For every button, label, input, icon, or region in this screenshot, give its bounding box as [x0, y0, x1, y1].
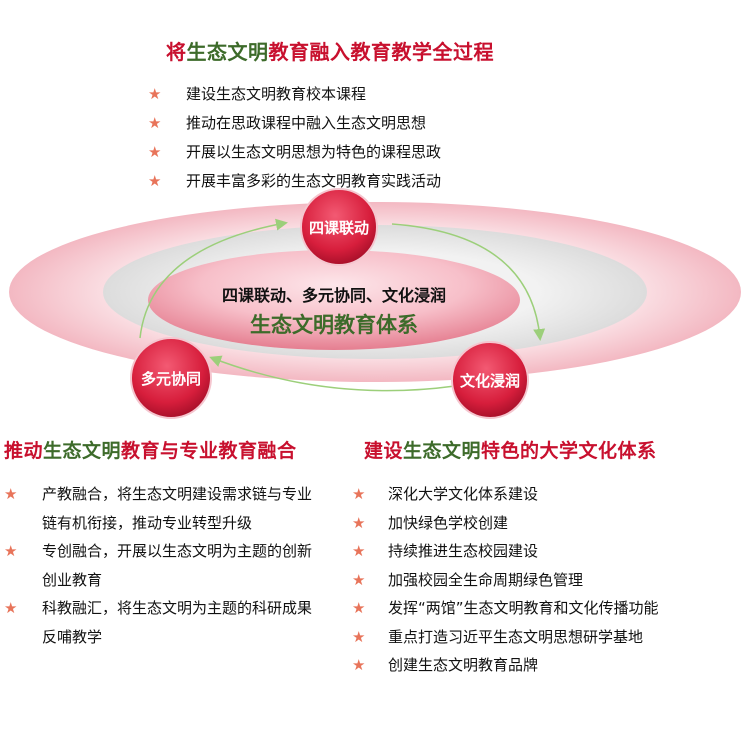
arrow-left-top	[139, 218, 288, 339]
list-item: ★开展丰富多彩的生态文明教育实践活动	[148, 167, 668, 196]
list-item: ★建设生态文明教育校本课程	[148, 80, 668, 109]
node-left: 多元协同	[131, 338, 211, 418]
list-item: ★发挥“两馆”生态文明教育和文化传播功能	[352, 594, 742, 623]
node-right: 文化浸润	[452, 342, 528, 418]
node-right-label: 文化浸润	[459, 372, 520, 390]
star-icon: ★	[4, 485, 18, 503]
star-icon: ★	[352, 627, 366, 646]
star-icon: ★	[148, 172, 162, 190]
list-item: ★科教融汇，将生态文明为主题的科研成果反哺教学	[4, 594, 324, 651]
list-item: ★加快绿色学校创建	[352, 509, 742, 538]
list-item: ★深化大学文化体系建设	[352, 480, 742, 509]
list-item: ★持续推进生态校园建设	[352, 537, 742, 566]
list-item: ★重点打造习近平生态文明思想研学基地	[352, 623, 742, 652]
inner-ellipse	[148, 250, 520, 350]
list-item: ★创建生态文明教育品牌	[352, 651, 742, 680]
right-section-list: ★深化大学文化体系建设 ★加快绿色学校创建 ★持续推进生态校园建设 ★加强校园全…	[352, 480, 742, 680]
node-circle-right	[451, 341, 529, 419]
star-icon: ★	[352, 599, 366, 617]
star-icon: ★	[148, 85, 162, 103]
list-item: ★推动在思政课程中融入生态文明思想	[148, 109, 668, 138]
star-icon: ★	[148, 143, 162, 161]
node-left-label: 多元协同	[140, 370, 201, 388]
center-line-1: 四课联动、多元协同、文化浸润	[221, 286, 446, 305]
arrow-top-right	[391, 223, 546, 341]
star-icon: ★	[148, 114, 162, 132]
node-circle-top	[300, 188, 378, 266]
left-section-list: ★产教融合，将生态文明建设需求链与专业链有机衔接，推动专业转型升级 ★专创融合，…	[4, 480, 324, 651]
left-section-title: 推动生态文明教育与专业教育融合	[4, 440, 297, 462]
top-section-list: ★建设生态文明教育校本课程 ★推动在思政课程中融入生态文明思想 ★开展以生态文明…	[148, 80, 668, 196]
list-item: ★产教融合，将生态文明建设需求链与专业链有机衔接，推动专业转型升级	[4, 480, 324, 537]
list-item: ★开展以生态文明思想为特色的课程思政	[148, 138, 668, 167]
star-icon: ★	[4, 542, 18, 560]
arrow-bottom-left	[209, 355, 456, 392]
top-section-title: 将生态文明教育融入教育教学全过程	[166, 40, 494, 64]
list-item: ★专创融合，开展以生态文明为主题的创新创业教育	[4, 537, 324, 594]
star-icon: ★	[352, 542, 366, 560]
star-icon: ★	[352, 570, 366, 589]
node-top: 四课联动	[301, 189, 377, 265]
node-top-label: 四课联动	[308, 219, 369, 237]
right-section-title: 建设生态文明特色的大学文化体系	[364, 440, 657, 462]
node-circle-left	[130, 337, 212, 419]
star-icon: ★	[352, 513, 366, 532]
ring-diagram	[9, 188, 741, 419]
star-icon: ★	[4, 599, 18, 617]
center-line-2: 生态文明教育体系	[250, 312, 418, 337]
star-icon: ★	[352, 656, 366, 674]
list-item: ★加强校园全生命周期绿色管理	[352, 566, 742, 595]
star-icon: ★	[352, 485, 366, 503]
